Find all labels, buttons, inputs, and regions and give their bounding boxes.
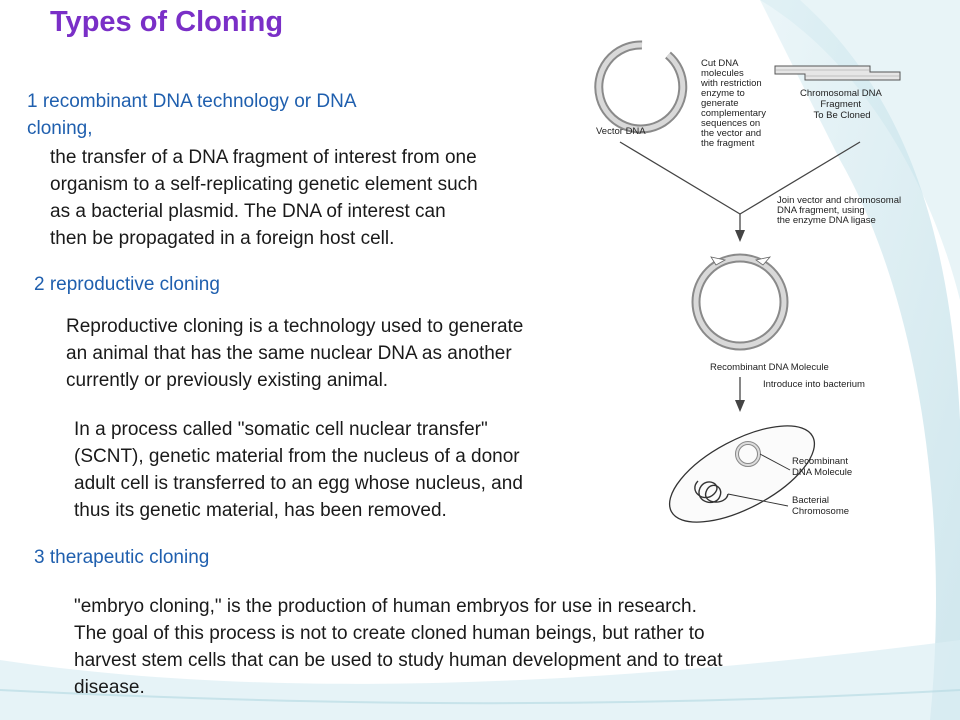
text-line: thus its genetic material, has been remo… (74, 500, 447, 521)
text-line: organism to a self-replicating genetic e… (50, 174, 478, 195)
bacterial-cell (668, 425, 816, 523)
vector-dna-label: Vector DNA (596, 126, 646, 137)
dna-cloning-diagram: Vector DNA Cut DNA molecules with restri… (594, 40, 904, 523)
bacterial-chromosome-label: Bacterial Chromosome (792, 495, 849, 517)
note-line: enzyme to (701, 88, 745, 99)
text-line: Reproductive cloning is a technology use… (66, 316, 524, 337)
cell-recombinant-label: Recombinant DNA Molecule (792, 456, 852, 478)
text-line: the transfer of a DNA fragment of intere… (50, 147, 477, 168)
note-line: sequences on (701, 118, 760, 129)
plasmid-in-cell-inner (736, 442, 760, 466)
label-line: To Be Cloned (813, 110, 870, 121)
recombinant-dna-molecule (691, 253, 789, 351)
text-line: "embryo cloning," is the production of h… (74, 596, 697, 617)
bacterial-chromosome-coil (694, 480, 729, 504)
section-1-heading-line-1: 1 recombinant DNA technology or DNA (27, 91, 357, 112)
note-line: the vector and (701, 128, 761, 139)
label-line: Fragment (820, 99, 861, 110)
note-line: generate (701, 98, 739, 109)
text-line: then be propagated in a foreign host cel… (50, 228, 395, 249)
text-line: The goal of this process is not to creat… (74, 623, 705, 644)
note-line: molecules (701, 68, 744, 79)
pointer-line (759, 453, 791, 471)
label-line: Recombinant (792, 456, 848, 467)
section-2-paragraph-2: In a process called "somatic cell nuclea… (74, 416, 523, 524)
text-line: In a process called "somatic cell nuclea… (74, 419, 488, 440)
label-line: Chromosomal DNA (800, 88, 882, 99)
pointer-line (727, 493, 789, 507)
note-line: with restriction (700, 78, 762, 89)
fragment-label: Chromosomal DNA Fragment To Be Cloned (800, 88, 884, 121)
note-line: the enzyme DNA ligase (777, 215, 876, 226)
note-line: Join vector and chromosomal (777, 195, 901, 206)
slide-title: Types of Cloning (50, 6, 284, 38)
text-line: as a bacterial plasmid. The DNA of inter… (50, 201, 446, 222)
vector-dna-plasmid (594, 40, 688, 134)
section-2-paragraph-1: Reproductive cloning is a technology use… (66, 313, 523, 394)
note-line: complementary (701, 108, 766, 119)
join-arrow-head (735, 230, 745, 242)
text-line: an animal that has the same nuclear DNA … (66, 343, 512, 364)
section-3-heading: 3 therapeutic cloning (34, 547, 210, 568)
introduce-note: Introduce into bacterium (763, 379, 865, 390)
text-line: adult cell is transferred to an egg whos… (74, 473, 523, 494)
section-2-heading: 2 reproductive cloning (34, 274, 220, 295)
join-note: Join vector and chromosomal DNA fragment… (777, 195, 904, 226)
label-line: DNA Molecule (792, 467, 852, 478)
merge-line-left (619, 141, 741, 215)
introduce-arrow-head (735, 400, 745, 412)
text-line: currently or previously existing animal. (66, 370, 389, 391)
section-1-paragraph: the transfer of a DNA fragment of intere… (50, 144, 478, 252)
label-line: Bacterial (792, 495, 829, 506)
text-line: (SCNT), genetic material from the nucleu… (74, 446, 520, 467)
merge-line-right (739, 141, 861, 215)
section-3-paragraph: "embryo cloning," is the production of h… (74, 593, 723, 701)
text-line: harvest stem cells that can be used to s… (74, 650, 723, 671)
recombinant-label: Recombinant DNA Molecule (710, 362, 829, 373)
label-line: Chromosome (792, 506, 849, 517)
note-line: DNA fragment, using (777, 205, 865, 216)
chromosomal-dna-fragment (774, 65, 901, 81)
text-line: disease. (74, 677, 145, 698)
note-line: the fragment (701, 138, 755, 149)
cut-dna-note: Cut DNA molecules with restriction enzym… (700, 58, 769, 149)
note-line: Cut DNA (701, 58, 739, 69)
section-1-heading-line-2: cloning, (27, 118, 93, 139)
